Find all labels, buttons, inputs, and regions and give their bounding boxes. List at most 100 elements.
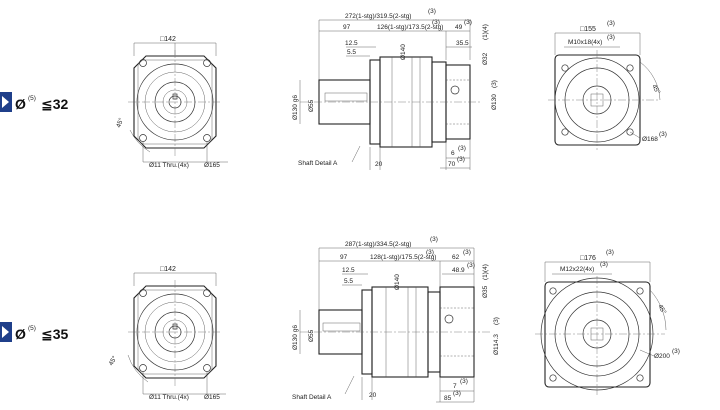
- row1-side-d130: Ø130: [491, 94, 498, 110]
- row1-side-d5_5: 5.5: [347, 49, 356, 56]
- svg-text:(3): (3): [430, 236, 438, 243]
- tapped-hole-icon: [549, 374, 557, 382]
- svg-text:(3): (3): [464, 19, 472, 26]
- svg-text:(3): (3): [607, 20, 615, 27]
- row1-shaft-detail: Shaft Detail A: [298, 160, 338, 167]
- svg-text:(3): (3): [460, 378, 468, 385]
- row1-front-view: □142 45° Ø11 Thru.(4x) Ø165: [114, 36, 228, 169]
- tapped-hole-icon: [626, 64, 634, 72]
- bolt-hole-icon: [139, 59, 147, 67]
- row1-flange-outline: [133, 55, 217, 149]
- svg-text:(3): (3): [491, 80, 498, 88]
- row2-rear-view: □176 (3) M12x22(4x) (3) 45° Ø200 (3): [535, 249, 680, 395]
- row1-rear-thread: M10x18(4x): [568, 39, 602, 46]
- row1-side-d140: Ø140: [400, 44, 407, 60]
- bolt-hole-icon: [139, 134, 147, 142]
- row1-side-d20: 20: [375, 161, 383, 168]
- row2-side-view: 287(1-stg)/334.5(2-stg) (3) 97 128(1-stg…: [292, 236, 500, 403]
- row1-front-angle: 45°: [114, 116, 125, 128]
- row2-rear-thread: M12x22(4x): [560, 266, 594, 273]
- row2-label-suffix: ≦35: [41, 326, 69, 342]
- row1-rear-pcd: Ø168: [642, 136, 658, 143]
- row2-front-thru: Ø11 Thru.(4x): [149, 394, 189, 401]
- row2-side-d140: Ø140: [394, 274, 401, 290]
- row2-side-total: 287(1-stg)/334.5(2-stg): [345, 241, 411, 248]
- row1-side-d6: 6: [451, 150, 455, 157]
- row1-label-sup: (5): [28, 95, 36, 102]
- svg-text:(3): (3): [426, 249, 434, 256]
- row2-side-d130g6: Ø130 g6: [292, 325, 299, 350]
- svg-text:(3): (3): [432, 19, 440, 26]
- row2-side-d62: 62: [452, 254, 460, 261]
- row1-side-d55: Ø55: [308, 99, 315, 112]
- row2-side-d97: 97: [340, 254, 348, 261]
- svg-text:(3): (3): [493, 317, 500, 325]
- bolt-hole-icon: [203, 59, 211, 67]
- row2-front-pcd: Ø165: [204, 394, 220, 401]
- tapped-hole-icon: [561, 128, 569, 136]
- row2-side-d55: Ø55: [308, 329, 315, 342]
- row2-front-square: □142: [160, 266, 176, 273]
- row2-label: Ø (5) ≦35: [0, 322, 69, 342]
- clamp-screw-icon: [450, 85, 460, 95]
- svg-text:(3): (3): [463, 249, 471, 256]
- row1-front-pcd: Ø165: [204, 162, 220, 169]
- row1-side-d126: 126(1-stg)/173.5(2-stg): [377, 24, 443, 31]
- row1-label-prefix: Ø: [15, 96, 26, 112]
- row2-side-d128: 128(1-stg)/175.5(2-stg): [370, 254, 436, 261]
- clamp-screw-icon: [444, 314, 454, 324]
- play-arrow-icon: [2, 326, 9, 338]
- tapped-hole-icon: [561, 64, 569, 72]
- svg-text:(3): (3): [457, 156, 465, 163]
- row2-front-angle: 45°: [107, 354, 119, 367]
- row2-side-d20: 20: [369, 392, 377, 399]
- row1-label-suffix: ≦32: [41, 96, 69, 112]
- row1-side-d49: 49: [455, 24, 463, 31]
- row2-label-prefix: Ø: [15, 326, 26, 342]
- row2-rear-pcd: Ø200: [654, 353, 670, 360]
- row2-side-d48_9: 48.9: [452, 267, 465, 274]
- row1-front-square: □142: [160, 36, 176, 43]
- svg-text:(3): (3): [428, 8, 436, 15]
- svg-text:(1)(4): (1)(4): [482, 264, 489, 280]
- row1-rear-angle: 45°: [650, 83, 662, 96]
- row2-motor-flange: [544, 281, 651, 388]
- row1-rear-view: □155 (3) M10x18(4x) (3) 45° Ø168 (3): [548, 20, 667, 150]
- tapped-hole-icon: [549, 287, 557, 295]
- row1-side-d12_5: 12.5: [345, 40, 358, 47]
- row2-front-view: □142 45° Ø11 Thru.(4x) Ø165: [107, 266, 226, 401]
- row2-side-d5_5: 5.5: [344, 278, 353, 285]
- row1-side-total: 272(1-stg)/319.5(2-stg): [345, 13, 411, 20]
- svg-text:(3): (3): [659, 131, 667, 138]
- row2-side-d7: 7: [453, 383, 457, 390]
- row2-side-d85: 85: [444, 395, 452, 402]
- row2-flange-outline: [133, 285, 217, 379]
- row2-shaft-detail: Shaft Detail A: [292, 394, 332, 401]
- svg-text:(3): (3): [606, 249, 614, 256]
- bolt-hole-icon: [203, 289, 211, 297]
- svg-text:(3): (3): [607, 34, 615, 41]
- row1-side-d97: 97: [343, 24, 351, 31]
- row1-rear-square: □155: [580, 26, 596, 33]
- row2-rear-angle: 45°: [656, 303, 668, 316]
- row1-side-d35_5: 35.5: [456, 40, 469, 47]
- row2-label-sup: (5): [28, 325, 36, 332]
- bolt-hole-icon: [203, 134, 211, 142]
- tapped-hole-icon: [636, 374, 644, 382]
- bolt-hole-icon: [203, 364, 211, 372]
- row1-front-thru: Ø11 Thru.(4x): [149, 162, 189, 169]
- row2-side-d35: Ø35: [482, 285, 489, 298]
- bolt-hole-icon: [139, 289, 147, 297]
- svg-text:(3): (3): [458, 145, 466, 152]
- row2-rear-square: □176: [580, 255, 596, 262]
- svg-text:(3): (3): [672, 348, 680, 355]
- row2-side-d12_5: 12.5: [342, 267, 355, 274]
- bolt-hole-icon: [139, 364, 147, 372]
- row1-side-d130g6: Ø130 g6: [292, 95, 299, 120]
- svg-text:(3): (3): [453, 390, 461, 397]
- row1-side-d70: 70: [448, 161, 456, 168]
- svg-text:(3): (3): [467, 262, 475, 269]
- row2-side-d114_3: Ø114.3: [493, 334, 500, 355]
